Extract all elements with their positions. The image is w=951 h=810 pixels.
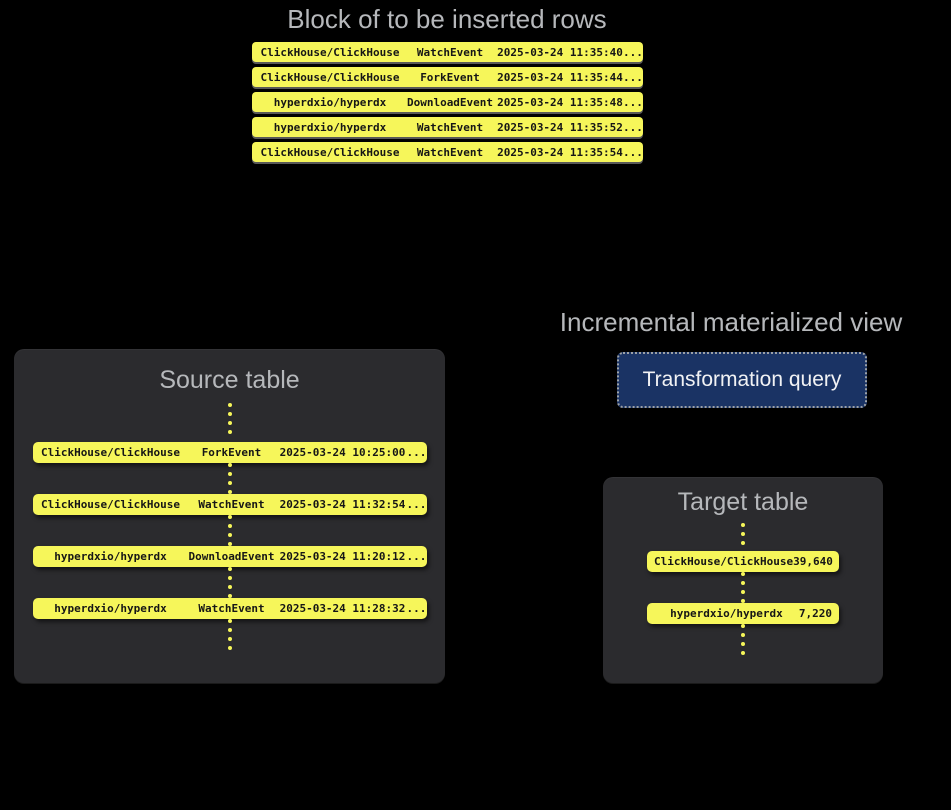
ellipsis-icon [227, 567, 232, 598]
row-more: ... [623, 95, 643, 109]
row-count: 39,640 [793, 555, 833, 568]
ellipsis-icon [741, 517, 745, 551]
row-repo: ClickHouse/ClickHouse [40, 498, 181, 511]
transformation-query-button[interactable]: Transformation query [617, 352, 867, 408]
row-repo: hyperdxio/hyperdx [273, 95, 387, 109]
ellipsis-icon [227, 515, 232, 546]
row-more: ... [623, 120, 643, 134]
row-timestamp: 2025-03-24 11:35:48 [497, 95, 623, 109]
materialized-view-title: Incremental materialized view [559, 307, 903, 337]
row-timestamp: 2025-03-24 11:32:54 [279, 498, 406, 511]
row-repo: ClickHouse/ClickHouse [654, 555, 794, 568]
row-timestamp: 2025-03-24 10:25:00 [279, 446, 406, 459]
table-row: ClickHouse/ClickHouse ForkEvent 2025-03-… [252, 67, 643, 87]
table-row: hyperdxio/hyperdx 7,220 [647, 603, 839, 624]
row-more: ... [623, 145, 643, 159]
table-row: ClickHouse/ClickHouse WatchEvent 2025-03… [252, 42, 643, 62]
ellipsis-icon [741, 624, 745, 655]
row-repo: hyperdxio/hyperdx [54, 602, 167, 615]
row-count: 7,220 [798, 607, 832, 620]
ellipsis-icon [227, 619, 232, 650]
row-timestamp: 2025-03-24 11:35:44 [497, 70, 623, 84]
source-table-box: Source table ClickHouse/ClickHouse ForkE… [14, 349, 445, 683]
row-event: WatchEvent [416, 45, 484, 59]
row-more: ... [623, 70, 643, 84]
row-event: WatchEvent [416, 145, 484, 159]
table-row: hyperdxio/hyperdx DownloadEvent 2025-03-… [252, 92, 643, 112]
table-row: ClickHouse/ClickHouse 39,640 [647, 551, 839, 572]
source-table-title: Source table [159, 366, 300, 394]
target-table-title: Target table [677, 488, 809, 516]
row-timestamp: 2025-03-24 11:35:54 [497, 145, 623, 159]
row-event: WatchEvent [198, 602, 265, 615]
row-timestamp: 2025-03-24 11:20:12 [279, 550, 406, 563]
table-row: hyperdxio/hyperdx WatchEvent 2025-03-24 … [32, 598, 427, 619]
row-repo: ClickHouse/ClickHouse [40, 446, 181, 459]
row-more: ... [406, 602, 427, 615]
row-event: DownloadEvent [406, 95, 494, 109]
row-event: DownloadEvent [188, 550, 275, 563]
row-timestamp: 2025-03-24 11:35:40 [497, 45, 623, 59]
row-repo: ClickHouse/ClickHouse [260, 70, 400, 84]
table-row: ClickHouse/ClickHouse WatchEvent 2025-03… [252, 142, 643, 162]
insert-block: ClickHouse/ClickHouse WatchEvent 2025-03… [252, 42, 643, 162]
row-event: ForkEvent [201, 446, 262, 459]
row-event: WatchEvent [416, 120, 484, 134]
table-row: ClickHouse/ClickHouse ForkEvent 2025-03-… [32, 442, 427, 463]
row-repo: hyperdxio/hyperdx [273, 120, 387, 134]
ellipsis-icon [227, 463, 232, 494]
row-timestamp: 2025-03-24 11:28:32 [279, 602, 406, 615]
row-event: WatchEvent [198, 498, 265, 511]
ellipsis-icon [741, 572, 745, 603]
row-event: ForkEvent [420, 70, 480, 84]
row-more: ... [406, 498, 427, 511]
row-more: ... [406, 550, 427, 563]
row-more: ... [406, 446, 427, 459]
row-repo: hyperdxio/hyperdx [54, 550, 167, 563]
table-row: hyperdxio/hyperdx DownloadEvent 2025-03-… [32, 546, 427, 567]
target-table-box: Target table ClickHouse/ClickHouse 39,64… [603, 477, 883, 683]
table-row: ClickHouse/ClickHouse WatchEvent 2025-03… [32, 494, 427, 515]
transformation-query-label: Transformation query [642, 368, 842, 391]
row-repo: ClickHouse/ClickHouse [260, 45, 400, 59]
table-row: hyperdxio/hyperdx WatchEvent 2025-03-24 … [252, 117, 643, 137]
row-repo: hyperdxio/hyperdx [670, 607, 783, 620]
ellipsis-icon [227, 395, 232, 442]
row-repo: ClickHouse/ClickHouse [260, 145, 400, 159]
row-timestamp: 2025-03-24 11:35:52 [497, 120, 623, 134]
insert-block-title: Block of to be inserted rows [287, 4, 607, 34]
row-more: ... [623, 45, 643, 59]
